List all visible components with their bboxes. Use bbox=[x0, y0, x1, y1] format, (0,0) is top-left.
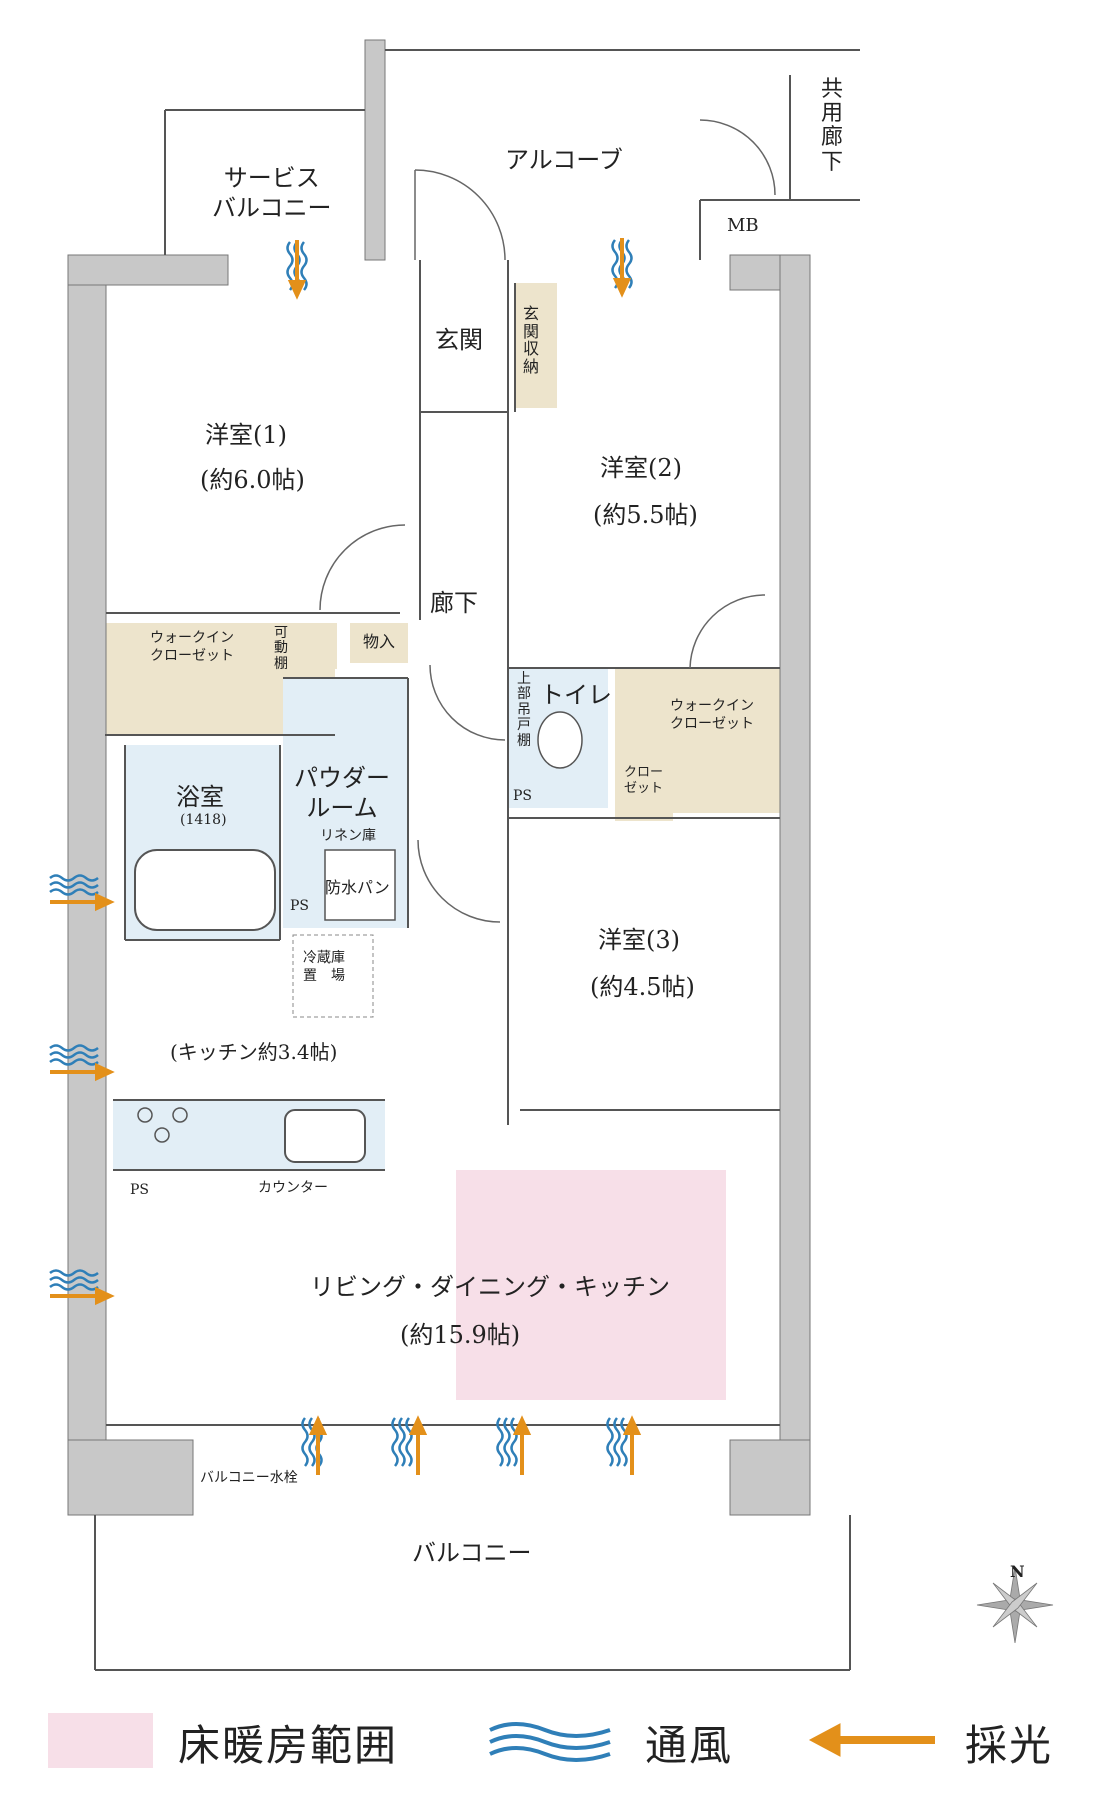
label-bath: 浴室 bbox=[176, 783, 224, 811]
label-western3-size: (約4.5帖) bbox=[590, 973, 695, 1001]
label-western3: 洋室(3) bbox=[598, 926, 680, 954]
label-common-corridor: 共用廊下 bbox=[820, 77, 843, 175]
label-movable-shelf: 可動棚 bbox=[274, 625, 288, 672]
light-markers bbox=[50, 238, 642, 1475]
label-western2: 洋室(2) bbox=[600, 454, 682, 482]
label-waterproof-pan: 防水パン bbox=[325, 878, 390, 897]
toilet-bowl bbox=[537, 711, 583, 769]
washer-pan bbox=[324, 849, 396, 921]
label-corridor: 廊下 bbox=[430, 589, 478, 617]
closet-area bbox=[615, 753, 673, 821]
label-wic1: ウォークイン クローゼット bbox=[150, 630, 234, 664]
label-alcove: アルコーブ bbox=[505, 146, 623, 174]
label-ps-bath: PS bbox=[290, 898, 310, 914]
label-closet: クロー ゼット bbox=[624, 765, 664, 797]
label-bath-size: (1418) bbox=[180, 812, 227, 828]
label-toilet: トイレ bbox=[540, 681, 612, 709]
label-balcony: バルコニー bbox=[412, 1539, 532, 1567]
label-entrance: 玄関 bbox=[435, 326, 483, 354]
north-label: N bbox=[1010, 1562, 1025, 1581]
legend-ventilation-icon bbox=[489, 1722, 611, 1762]
label-fridge: 冷蔵庫 置 場 bbox=[303, 950, 345, 984]
legend-daylight: 採光 bbox=[965, 1721, 1054, 1770]
legend-floor-heating: 床暖房範囲 bbox=[178, 1721, 399, 1770]
label-upper-shelf: 上部吊戸棚 bbox=[517, 671, 531, 749]
label-ldk-size: (約15.9帖) bbox=[400, 1321, 521, 1349]
label-ps-kitchen: PS bbox=[130, 1182, 150, 1198]
label-linen: リネン庫 bbox=[320, 828, 376, 844]
label-ldk: リビング・ダイニング・キッチン bbox=[310, 1273, 670, 1301]
label-counter: カウンター bbox=[258, 1180, 328, 1196]
legend-daylight-icon bbox=[808, 1723, 935, 1757]
sink bbox=[284, 1109, 366, 1163]
label-western1: 洋室(1) bbox=[205, 421, 287, 449]
legend-floor-heating-swatch bbox=[48, 1713, 153, 1768]
storage-area bbox=[350, 623, 408, 663]
legend-ventilation: 通風 bbox=[645, 1721, 734, 1770]
label-western1-size: (約6.0帖) bbox=[200, 466, 305, 494]
label-entrance-storage: 玄関収納 bbox=[522, 304, 539, 376]
label-powder: パウダー ルーム bbox=[294, 764, 390, 822]
compass-icon bbox=[976, 1566, 1054, 1644]
label-balcony-faucet: バルコニー水栓 bbox=[200, 1470, 298, 1486]
label-wic2: ウォークイン クローゼット bbox=[670, 698, 754, 732]
label-ps-toilet: PS bbox=[513, 788, 533, 804]
label-kitchen: (キッチン約3.4帖) bbox=[170, 1040, 338, 1064]
bathtub bbox=[134, 849, 276, 931]
label-service-balcony: サービス バルコニー bbox=[212, 164, 332, 222]
floor-heating-area bbox=[456, 1170, 726, 1400]
label-storage: 物入 bbox=[363, 632, 396, 651]
label-mb: MB bbox=[727, 215, 759, 236]
fridge-space bbox=[292, 934, 374, 1018]
label-western2-size: (約5.5帖) bbox=[593, 501, 698, 529]
movable-shelf-area bbox=[285, 623, 337, 669]
entrance-storage-area bbox=[515, 283, 557, 408]
